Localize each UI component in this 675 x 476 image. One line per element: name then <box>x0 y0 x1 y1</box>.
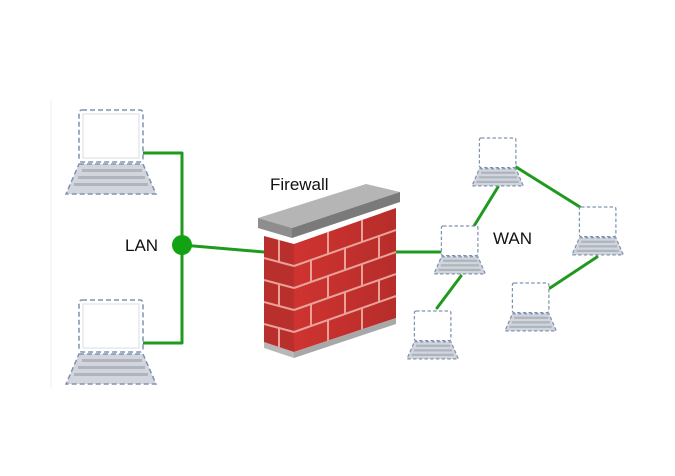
lan-link-top <box>142 151 184 247</box>
wan-link-bottom-right <box>548 255 599 290</box>
wan-link-top-left <box>472 185 500 228</box>
lan-label: LAN <box>125 236 158 255</box>
laptop-icon <box>471 137 525 187</box>
wan-link-top-right <box>514 165 582 209</box>
laptop-icon <box>433 225 487 275</box>
laptop-icon <box>571 206 625 256</box>
lan-link-bottom <box>142 243 184 345</box>
lan-to-firewall-link <box>180 243 266 254</box>
laptop-icon <box>64 109 158 195</box>
laptop-icon <box>406 310 460 360</box>
wan-link-bottom-left <box>435 274 463 310</box>
wan-label: WAN <box>493 229 532 248</box>
laptop-icon <box>504 282 558 332</box>
lan-hub-node <box>172 235 192 255</box>
laptop-icon <box>64 299 158 385</box>
firewall-label: Firewall <box>270 175 329 194</box>
firewall-icon <box>258 184 400 358</box>
connections <box>142 151 599 345</box>
